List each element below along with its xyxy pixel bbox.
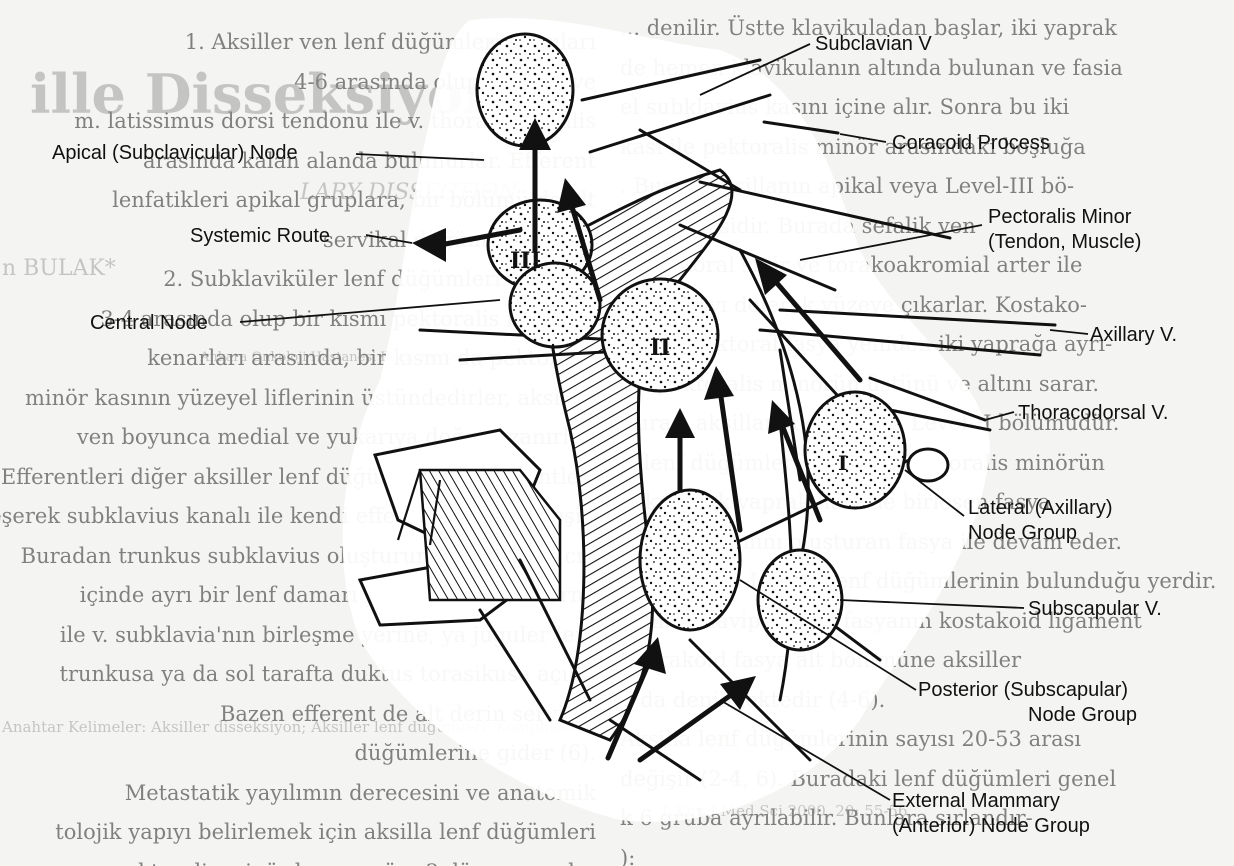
lateral-node bbox=[805, 392, 905, 508]
label-coracoid-process: Coracoid Process bbox=[892, 131, 1050, 156]
svg-text:II: II bbox=[650, 335, 671, 361]
label-posterior-group: Posterior (Subscapular) Node Group bbox=[918, 678, 1137, 728]
label-lateral-group: Lateral (Axillary) Node Group bbox=[968, 496, 1112, 546]
svg-text:I: I bbox=[838, 451, 847, 475]
label-external-mammary-group: External Mammary (Anterior) Node Group bbox=[892, 789, 1090, 839]
label-pectoralis-minor: Pectoralis Minor (Tendon, Muscle) bbox=[988, 205, 1141, 255]
apical-node bbox=[477, 34, 573, 146]
label-subclavian-v: Subclavian V bbox=[815, 32, 932, 57]
label-apical-node: Apical (Subclavicular) Node bbox=[52, 141, 298, 166]
label-lateral-group-line1: Lateral (Axillary) bbox=[968, 496, 1112, 521]
posterior-node bbox=[640, 490, 740, 630]
central-node bbox=[510, 263, 600, 347]
label-external-mammary-line1: External Mammary bbox=[892, 789, 1090, 814]
label-axillary-v: Axillary V. bbox=[1090, 323, 1177, 348]
label-lateral-group-line2: Node Group bbox=[968, 521, 1112, 546]
label-posterior-group-line2: Node Group bbox=[918, 703, 1137, 728]
label-systemic-route: Systemic Route bbox=[190, 224, 330, 249]
label-pectoralis-minor-line1: Pectoralis Minor bbox=[988, 205, 1141, 230]
label-thoracodorsal-v: Thoracodorsal V. bbox=[1018, 401, 1168, 426]
label-subscapular-v: Subscapular V. bbox=[1028, 597, 1162, 622]
label-external-mammary-line2: (Anterior) Node Group bbox=[892, 814, 1090, 839]
label-posterior-group-line1: Posterior (Subscapular) bbox=[918, 678, 1137, 703]
label-pectoralis-minor-line2: (Tendon, Muscle) bbox=[988, 230, 1141, 255]
label-central-node: Central Node bbox=[90, 311, 208, 336]
